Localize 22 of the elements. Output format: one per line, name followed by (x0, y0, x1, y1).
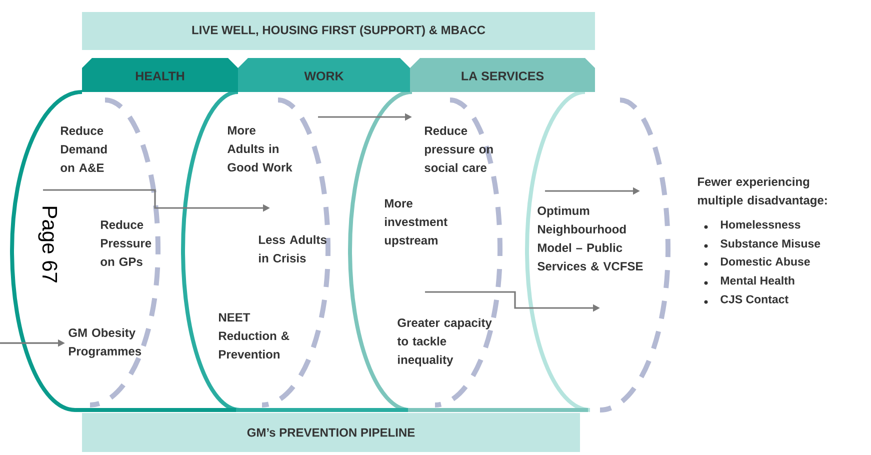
category-tab: HEALTH (82, 58, 238, 92)
outcome-text: Greater capacity to tackle inequality (397, 318, 492, 366)
page-number: Page 67 (38, 206, 58, 282)
list-item: Domestic Abuse (704, 257, 810, 266)
outcome-text: Reduce Demand on A&E (60, 126, 107, 172)
outcome-text: More Adults in Good Work (228, 126, 292, 172)
category-tab: LA SERVICES (410, 58, 595, 92)
category-tab: WORK (238, 58, 410, 92)
outcome-text: Reduce Pressure on GPs (100, 220, 152, 266)
outcome-text: Less Adults in Crisis (259, 235, 326, 262)
outcome-text: Fewer experiencing multiple disadvantage: (698, 177, 827, 207)
outcome-text: Reduce pressure on social care (424, 126, 493, 172)
list-item: Mental Health (704, 276, 794, 285)
outcome-text: Optimum Neighbourhood Model – Public Services & VCFSE (538, 206, 643, 270)
banner: LIVE WELL, HOUSING FIRST (SUPPORT) & MBACC (82, 12, 595, 50)
list-item: Substance Misuse (704, 239, 820, 248)
banner: GM’s PREVENTION PIPELINE (82, 413, 580, 452)
outcome-text: NEET Reduction & Prevention (219, 313, 290, 359)
list-item: CJS Contact (704, 295, 788, 304)
list-item: Homelessness (704, 220, 800, 229)
outcome-text: More investment upstream (384, 199, 448, 247)
outcome-text: GM Obesity Programmes (68, 328, 142, 358)
